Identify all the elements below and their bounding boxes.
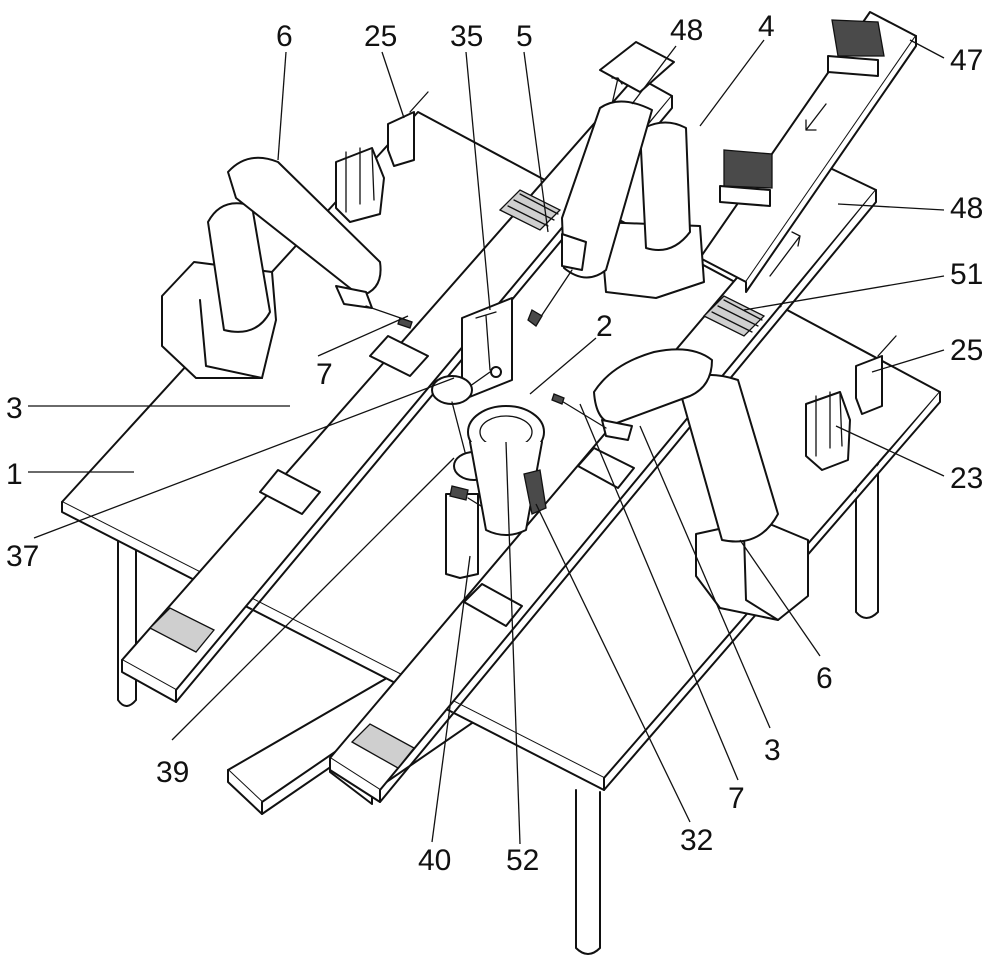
callout-6-top: 6 <box>276 20 293 53</box>
callout-47: 47 <box>950 44 983 77</box>
brush-tray-mid <box>719 149 773 207</box>
callout-7-bottom: 7 <box>728 782 745 815</box>
robot-left <box>161 156 413 379</box>
callout-48-top: 48 <box>670 14 703 47</box>
callout-3-bottom: 3 <box>764 734 781 767</box>
callout-39: 39 <box>156 756 189 789</box>
callout-7-left: 7 <box>316 358 333 391</box>
grid-tray-left <box>498 189 562 231</box>
callout-32: 32 <box>680 824 713 857</box>
callout-35: 35 <box>450 20 483 53</box>
callout-5: 5 <box>516 20 533 53</box>
fixture-left <box>335 91 429 223</box>
brush-tray-top <box>827 19 885 77</box>
callout-51: 51 <box>950 258 983 291</box>
table-leg-back-right <box>855 457 879 619</box>
robot-right <box>551 348 809 621</box>
callout-25-top: 25 <box>364 20 397 53</box>
conveyor-left <box>121 41 675 703</box>
callout-3-left: 3 <box>6 392 23 425</box>
callout-labels: 6 25 35 5 48 4 47 48 51 25 23 7 2 3 1 37… <box>6 10 983 877</box>
callout-23: 23 <box>950 462 983 495</box>
table-leg-front <box>575 789 601 955</box>
grid-tray-right <box>702 295 766 337</box>
callout-52: 52 <box>506 844 539 877</box>
robot-center <box>527 100 705 327</box>
callout-1: 1 <box>6 458 23 491</box>
callout-2: 2 <box>596 310 613 343</box>
callout-48-right: 48 <box>950 192 983 225</box>
callout-37: 37 <box>6 540 39 573</box>
table-leg-back-left <box>117 529 137 707</box>
callout-4: 4 <box>758 10 775 43</box>
callout-25-right: 25 <box>950 334 983 367</box>
leader-lines <box>28 39 945 845</box>
callout-40: 40 <box>418 844 451 877</box>
callout-6-right: 6 <box>816 662 833 695</box>
conveyor-feed <box>699 11 917 293</box>
